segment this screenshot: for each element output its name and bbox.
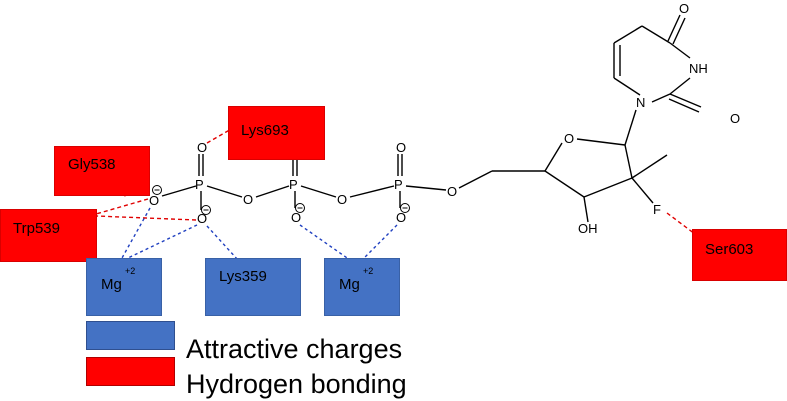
residue-box-mg2 [324, 258, 400, 316]
residue-box-ser603 [692, 229, 787, 281]
hbond-trp539-o1 [95, 198, 149, 215]
atom-p: P [195, 177, 204, 192]
charge-mg1-b [127, 224, 198, 259]
residue-box-lys693 [228, 106, 325, 160]
atom-f: F [653, 202, 661, 217]
atom-o: O [396, 210, 406, 225]
residue-charge-mg1: +2 [125, 266, 136, 276]
minus-icon [295, 203, 305, 213]
charge-mg2-b [361, 224, 398, 261]
charge-mg2-a [299, 224, 351, 261]
atom-o: O [679, 1, 689, 16]
residue-box-lys359 [205, 258, 301, 316]
minus-icon [400, 203, 410, 213]
residue-box-gly538 [54, 146, 150, 196]
residue-charge-mg2: +2 [363, 266, 374, 276]
atom-o: O [564, 131, 574, 146]
attractive-charge-lines [121, 207, 398, 261]
atom-p: P [289, 177, 298, 192]
legend-label-hbond: Hydrogen bonding [186, 369, 407, 399]
residue-label-gly538: Gly538 [68, 156, 116, 173]
atom-o: O [243, 192, 253, 207]
atom-o: O [337, 192, 347, 207]
residue-label-trp539: Trp539 [13, 220, 60, 237]
atom-o: O [197, 140, 207, 155]
hbond-trp539-o2 [95, 215, 197, 221]
atom-oh: OH [578, 221, 598, 236]
atom-o: O [291, 210, 301, 225]
residue-label-ser603: Ser603 [705, 241, 754, 258]
atom-o: O [149, 193, 159, 208]
minus-icon [201, 205, 211, 215]
negative-charge-markers [152, 185, 410, 215]
residue-box-mg1 [86, 258, 162, 316]
residue-box-trp539 [0, 209, 97, 262]
charge-lys359 [206, 225, 239, 261]
residue-label-lys693: Lys693 [241, 122, 289, 139]
atom-o: O [730, 111, 740, 126]
minus-icon [152, 185, 162, 195]
legend-label-attractive: Attractive charges [186, 334, 403, 364]
atom-o: O [396, 140, 406, 155]
hbond-ser603 [666, 212, 696, 235]
atom-nh: NH [689, 61, 708, 76]
residue-label-mg2: Mg [339, 276, 360, 293]
residue-label-mg1: Mg [101, 276, 122, 293]
atom-n: N [636, 95, 645, 110]
atom-o: O [447, 184, 457, 199]
atom-p: P [394, 177, 403, 192]
legend-swatch-attractive [86, 321, 175, 350]
charge-mg1-a [121, 207, 151, 259]
atom-o: O [197, 211, 207, 226]
legend-swatch-hbond [86, 357, 175, 386]
residue-label-lys359: Lys359 [219, 268, 267, 285]
